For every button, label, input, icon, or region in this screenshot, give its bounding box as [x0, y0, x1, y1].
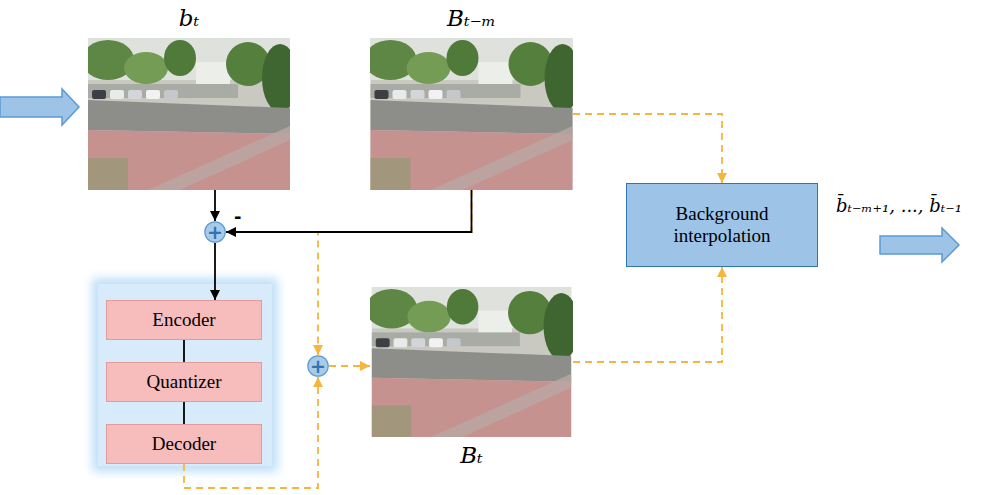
box-label: Decoder	[152, 433, 216, 455]
box-label: Encoder	[152, 309, 215, 331]
box-label: Background interpolation	[638, 203, 806, 247]
frame-heading: Bₜ	[370, 441, 573, 469]
sum-circle-shape	[308, 356, 328, 376]
sum-sign: +	[310, 356, 326, 376]
process-box: Encoder	[106, 300, 262, 340]
current-frame: bₜ	[88, 38, 290, 190]
connector	[226, 190, 472, 232]
process-box: Quantizer	[106, 362, 262, 402]
connector	[183, 402, 185, 424]
codec-panel	[98, 284, 272, 466]
frame-heading: bₜ	[88, 4, 290, 32]
dashed-connector	[573, 114, 722, 183]
sum-circle-shape	[205, 222, 225, 242]
process-box: Decoder	[106, 424, 262, 464]
sum-sign: +	[207, 222, 223, 242]
frame-picture	[366, 287, 579, 437]
connector	[214, 243, 216, 300]
edge-label: -	[232, 208, 243, 226]
frame-picture	[365, 38, 581, 190]
frame-picture	[82, 38, 298, 190]
frame-heading: Bₜ₋ₘ	[370, 4, 573, 32]
dashed-connector	[573, 267, 722, 362]
process-box: Background interpolation	[626, 183, 818, 267]
dashed-connector	[329, 365, 370, 367]
output-arrow	[880, 228, 959, 262]
reconstructed-background: Bₜ	[370, 287, 573, 437]
input-arrow	[0, 89, 79, 125]
codec-glow	[92, 278, 278, 472]
box-label: Quantizer	[147, 371, 222, 393]
reference-background: Bₜ₋ₘ	[370, 38, 573, 190]
sum-node: +	[204, 221, 226, 243]
connector	[214, 190, 216, 221]
output-label: b̄ₜ₋ₘ₊₁, ..., b̄ₜ₋₁	[836, 194, 962, 218]
sum-node: +	[307, 355, 329, 377]
dashed-connector	[318, 190, 472, 355]
connector	[183, 340, 185, 362]
